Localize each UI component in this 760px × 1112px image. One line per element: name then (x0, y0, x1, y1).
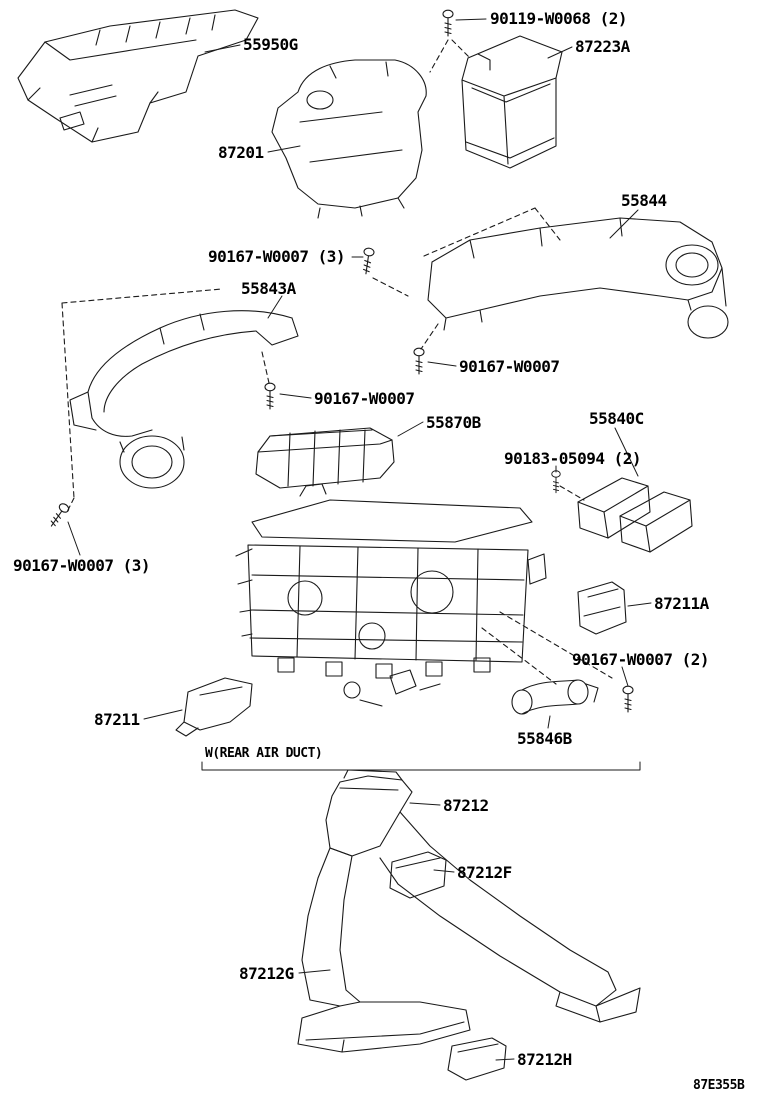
rear-air-duct-bracket (201, 761, 641, 771)
part-55870B-art (255, 427, 395, 489)
part-heater-unit-art (235, 483, 547, 707)
part-87212F-art (389, 851, 447, 899)
label-55843a: 55843A (241, 279, 296, 298)
part-55950G-art (17, 9, 259, 143)
part-87211-art (175, 677, 253, 737)
dashed-reference-lines (61, 39, 613, 685)
label-87201: 87201 (218, 143, 264, 162)
part-55846B-art (511, 679, 599, 715)
part-87212-right-branch-art (379, 811, 641, 1023)
label-rear-air-duct-note: W(REAR AIR DUCT) (205, 746, 323, 761)
part-55843A-art (69, 310, 299, 489)
label-87211a: 87211A (654, 594, 709, 613)
part-87212H-art (447, 1037, 507, 1081)
label-90119-w0068: 90119-W0068 (2) (490, 9, 628, 28)
label-55840c: 55840C (589, 409, 644, 428)
label-87223a: 87223A (575, 37, 630, 56)
part-87212-art (325, 769, 413, 857)
label-90167-w0007-3-left: 90167-W0007 (3) (13, 556, 151, 575)
label-55870b: 55870B (426, 413, 481, 432)
label-90183-05094: 90183-05094 (2) (504, 449, 642, 468)
label-87212f: 87212F (457, 863, 512, 882)
part-87211A-art (577, 581, 627, 635)
label-55950g: 55950G (243, 35, 298, 54)
part-87212G-art (297, 847, 471, 1053)
label-90167-w0007-left: 90167-W0007 (314, 389, 415, 408)
label-55844: 55844 (621, 191, 667, 210)
diagram-code: 87E355B (693, 1078, 745, 1093)
label-87212g: 87212G (239, 964, 294, 983)
label-87211: 87211 (94, 710, 140, 729)
label-90167-w0007-3-top: 90167-W0007 (3) (208, 247, 346, 266)
part-55840C-art (577, 477, 693, 553)
label-87212: 87212 (443, 796, 489, 815)
part-87201-art (271, 59, 427, 219)
label-87212h: 87212H (517, 1050, 572, 1069)
label-90167-w0007-right: 90167-W0007 (459, 357, 560, 376)
label-leader-lines (67, 18, 652, 1061)
part-55844-art (427, 217, 729, 339)
label-55846b: 55846B (517, 729, 572, 748)
part-87223A-art (461, 35, 563, 169)
label-90167-w0007-2: 90167-W0007 (2) (572, 650, 710, 669)
